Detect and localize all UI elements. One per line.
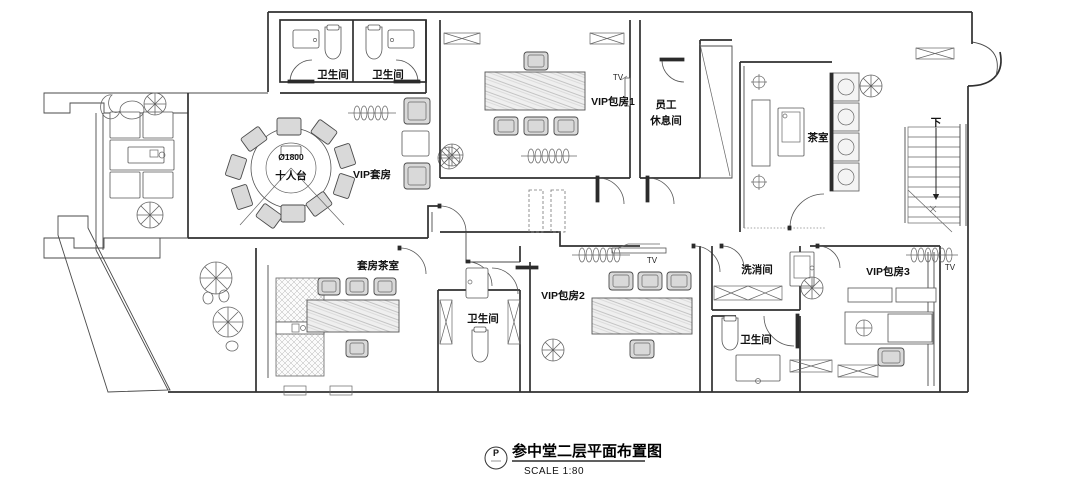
curtain-symbol-vip3 bbox=[906, 247, 958, 263]
tv-unit-vip1 bbox=[624, 77, 631, 107]
round-table-diameter: Ø1800 bbox=[278, 152, 304, 162]
round-table-ten-seat bbox=[225, 117, 356, 229]
window-symbols-bottom-wall bbox=[283, 385, 353, 396]
drawing-scale: SCALE 1:80 bbox=[524, 466, 584, 477]
curtain-symbol-vip2 bbox=[572, 247, 630, 263]
stair-direction-label: 下 bbox=[931, 117, 942, 129]
wash-room-area bbox=[711, 243, 824, 311]
room-label-suite-tea: 套房茶室 bbox=[356, 259, 399, 272]
room-label-wc-mid: 卫生间 bbox=[467, 312, 499, 325]
room-label-staff-lounge-line2: 休息间 bbox=[649, 114, 682, 127]
cabinet-stack bbox=[829, 72, 860, 192]
title-block: P 参中堂二层平面布置图 SCALE 1:80 bbox=[484, 442, 662, 477]
suite-tea-room-area bbox=[199, 245, 427, 392]
dining-table-suite-tea bbox=[306, 299, 400, 333]
room-label-vip-room-1: VIP包房1 bbox=[591, 95, 635, 108]
drawing-title: 参中堂二层平面布置图 bbox=[512, 442, 662, 460]
round-table-label: 十人台 bbox=[275, 169, 307, 182]
ceiling-fixture-marker bbox=[751, 74, 767, 190]
vip-suite-room bbox=[100, 92, 461, 239]
title-marker-letter: P bbox=[493, 448, 499, 458]
tv-label-vip3: TV bbox=[945, 263, 956, 272]
room-label-vip-room-2: VIP包房2 bbox=[541, 289, 585, 302]
curtain-symbol-suite bbox=[348, 105, 396, 121]
counter-symbol-wash bbox=[713, 285, 783, 301]
vip-room-2-area bbox=[529, 243, 721, 392]
window-symbol-tea bbox=[915, 47, 955, 60]
room-label-wc-top-right: 卫生间 bbox=[372, 68, 404, 81]
window-symbol bbox=[443, 32, 625, 45]
room-label-tea-room: 茶室 bbox=[807, 131, 829, 144]
exterior-walls bbox=[43, 11, 1002, 393]
tv-label-vip2: TV bbox=[647, 256, 658, 265]
bathroom-bottom-area bbox=[711, 313, 833, 392]
room-label-vip-room-3: VIP包房3 bbox=[866, 265, 910, 278]
bathroom-block-top bbox=[279, 19, 427, 94]
room-label-wash-room: 洗消间 bbox=[741, 263, 773, 276]
shelf-vip3-left bbox=[847, 287, 893, 303]
vip-room-1-area bbox=[439, 20, 631, 205]
suite-lounge-chairs bbox=[401, 97, 461, 190]
staircase-down bbox=[904, 124, 967, 233]
plant-decor bbox=[100, 92, 167, 229]
dining-table-vip1 bbox=[484, 71, 586, 111]
tea-room-area bbox=[739, 47, 955, 232]
room-label-wc-top-left: 卫生间 bbox=[317, 68, 349, 81]
window-symbol-bottom-wc bbox=[789, 359, 833, 373]
room-label-wc-bottom: 卫生间 bbox=[740, 333, 772, 346]
room-label-vip-suite: VIP套房 bbox=[353, 168, 391, 181]
staff-lounge-area bbox=[639, 20, 733, 205]
tv-label-vip1: TV bbox=[613, 73, 624, 82]
shelf-vip3-right bbox=[895, 287, 937, 303]
curtain-symbol-vip1 bbox=[521, 148, 577, 164]
room-label-staff-lounge-line1: 员工 bbox=[656, 99, 677, 111]
window-symbol-vip3 bbox=[837, 364, 879, 378]
bathroom-mid-area bbox=[437, 265, 539, 392]
tv-unit-vip2 bbox=[611, 247, 667, 254]
vip-room-3-area bbox=[810, 243, 958, 392]
balcony-seating bbox=[100, 92, 175, 229]
window-symbol-mid bbox=[439, 299, 521, 345]
dining-table-vip2 bbox=[591, 297, 693, 335]
central-corridor bbox=[427, 189, 640, 287]
